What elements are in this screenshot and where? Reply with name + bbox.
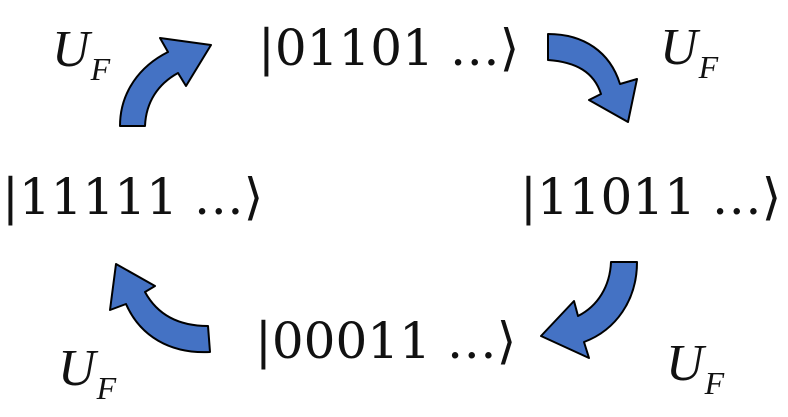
arrow-bottom-to-left bbox=[109, 263, 211, 354]
state-bottom: |00011 …⟩ bbox=[255, 312, 517, 370]
state-left: |11111 …⟩ bbox=[2, 168, 264, 226]
state-right: |11011 …⟩ bbox=[520, 168, 782, 226]
arrow-left-to-top bbox=[119, 37, 212, 127]
operator-label-bottom-right: UF bbox=[666, 335, 725, 401]
arrow-top-to-right bbox=[547, 33, 638, 123]
arrow-right-to-bottom bbox=[540, 261, 638, 359]
state-top: |01101 …⟩ bbox=[258, 19, 520, 77]
operator-label-bottom-left: UF bbox=[58, 340, 117, 406]
operator-label-top-left: UF bbox=[52, 21, 111, 87]
operator-label-top-right: UF bbox=[660, 19, 719, 85]
